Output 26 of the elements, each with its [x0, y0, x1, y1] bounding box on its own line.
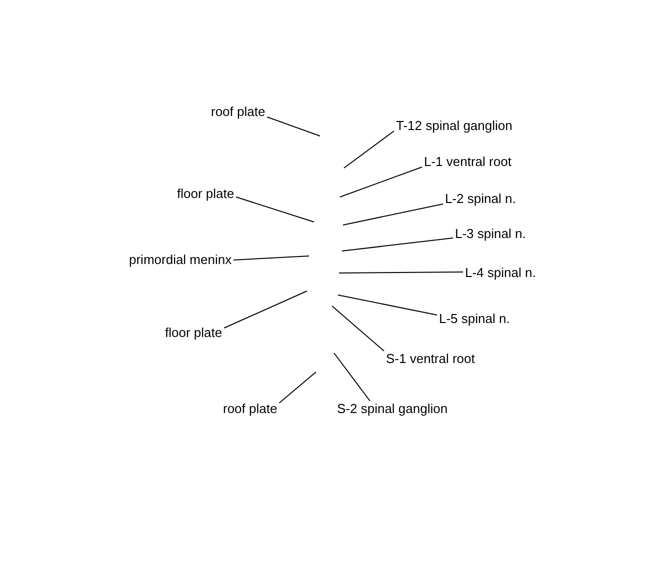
- leader-line: [278, 372, 316, 404]
- structure-label: S-2 spinal ganglion: [337, 401, 448, 417]
- leader-line: [233, 256, 310, 260]
- leader-line: [334, 352, 370, 402]
- structure-label: L-1 ventral root: [424, 154, 512, 170]
- structure-label: L-5 spinal n.: [439, 311, 510, 327]
- structure-label: L-4 spinal n.: [465, 265, 536, 281]
- structure-label: floor plate: [165, 325, 222, 341]
- structure-label: primordial meninx: [129, 252, 232, 268]
- leader-line: [332, 306, 384, 352]
- structure-label: S-1 ventral root: [386, 351, 475, 367]
- leader-line: [342, 204, 444, 226]
- structure-label: L-3 spinal n.: [455, 226, 526, 242]
- structure-label: roof plate: [223, 401, 278, 417]
- structure-label: floor plate: [177, 186, 234, 202]
- leader-line: [344, 130, 394, 168]
- structure-label: L-2 spinal n.: [445, 191, 516, 207]
- leader-line: [224, 290, 308, 328]
- leader-line: [342, 238, 454, 252]
- leader-line: [266, 116, 320, 136]
- leader-line: [236, 196, 314, 222]
- structure-label: T-12 spinal ganglion: [396, 118, 512, 134]
- structure-label: roof plate: [211, 104, 266, 120]
- leader-line: [338, 294, 438, 316]
- leader-line: [338, 272, 464, 274]
- leader-line: [340, 166, 422, 198]
